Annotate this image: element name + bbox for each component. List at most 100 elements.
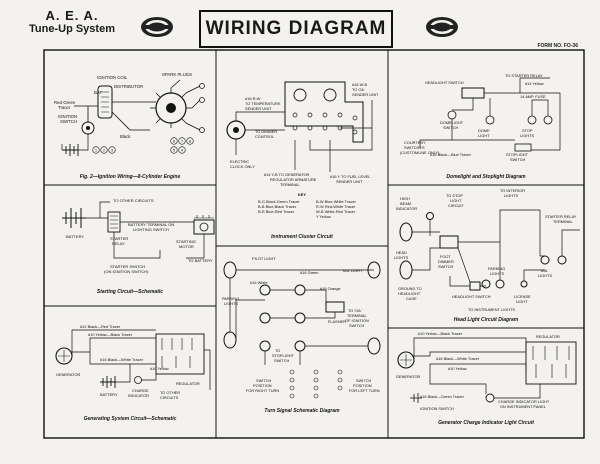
ign-num-6: 6 — [173, 139, 176, 144]
turn-stop2: STOPLIGHT — [272, 353, 295, 358]
head-caption: Head Light Circuit Diagram — [454, 317, 519, 323]
instr-oil: #16 W-B — [352, 82, 367, 87]
instr-reg2: REGULATOR ARMATURE — [270, 177, 317, 182]
page-title: WIRING DIAGRAM — [199, 10, 393, 48]
gen-other2: CIRCUITS — [160, 395, 179, 400]
head-tostop2: LIGHT — [450, 198, 462, 203]
ign-dist-label: DISTRIBUTOR — [114, 84, 143, 89]
dome-stopsw2: SWITCH — [510, 157, 526, 162]
head-ground2: HEADLIGHT — [398, 291, 421, 296]
dome-light2: LIGHT — [478, 133, 490, 138]
dome-stopsw: STOPLIGHT — [506, 152, 529, 157]
head-parking2: LIGHTS — [490, 271, 504, 276]
turn-flasher: FLASHER — [328, 319, 346, 324]
turn-pilot: PILOT LIGHT — [252, 256, 276, 261]
ign-switch-label2: SWITCH — [60, 119, 77, 124]
ign-num-7: 7 — [181, 139, 184, 144]
instr-dimmer: TO DIMMER — [255, 129, 277, 134]
instr-k7: Y Yellow — [316, 214, 331, 219]
turn-green: #16 Green — [300, 270, 318, 275]
turn-panel: PILOT LIGHT TAIL LIGHT PARKING LIGHTS FL… — [222, 256, 381, 414]
head-license: LICENSE — [514, 294, 531, 299]
start-motor: STARTING — [176, 239, 196, 244]
dome-sw2: SWITCH — [443, 125, 459, 130]
ign-num-5: 5 — [173, 148, 176, 153]
instr-k1: B-G Black-Green Tracer — [258, 199, 300, 204]
starting-panel: TO OTHER CIRCUITS BATTERY BATTERY TERMIN… — [62, 198, 215, 295]
instr-key: KEY — [298, 192, 306, 197]
charge-gen: GENERATOR — [396, 374, 420, 379]
head-parking: PARKING — [488, 266, 505, 271]
instrument-caption: Instrument Cluster Circuit — [271, 234, 333, 240]
instr-fuel2: SENDER UNIT — [336, 179, 363, 184]
gen-other: TO OTHER — [160, 390, 180, 395]
dome-panel: HEADLIGHT SWITCH TO STARTER RELAY #14 Ye… — [400, 73, 561, 180]
dome-wire: #16 Black—Blue Tracer — [430, 152, 472, 157]
ign-num-2: 2 — [103, 148, 106, 153]
head-relay2: TERMINAL — [553, 219, 574, 224]
form-number: FORM NO. FO-36 — [537, 43, 578, 49]
dome-light: DOME — [478, 128, 490, 133]
dome-relay: TO STARTER RELAY — [505, 73, 543, 78]
charge-w3: #10 Yellow — [448, 366, 467, 371]
ign-tracer-label: Tracer — [58, 105, 71, 110]
turn-posl: SWITCH — [356, 378, 372, 383]
start-tobat: TO BATTERY — [188, 258, 213, 263]
dome-caption: Domelight and Stoplight Diagram — [446, 174, 526, 180]
head-hs: HEADLIGHT SWITCH — [452, 294, 491, 299]
instr-oil2: TO OIL — [352, 87, 366, 92]
turn-orange: #16 Orange — [320, 286, 341, 291]
dome-yellow: #14 Yellow — [525, 81, 544, 86]
dome-headlight: HEADLIGHT SWITCH — [425, 80, 464, 85]
head-dimmer2: DIMMER — [438, 259, 454, 264]
gen-gen: GENERATOR — [56, 372, 80, 377]
charge-light2: ON INSTRUMENT PANEL — [500, 404, 547, 409]
charge-panel: #10 Yellow—Black Tracer #16 Black—White … — [396, 331, 577, 426]
turn-parking: PARKING — [222, 296, 239, 301]
head-interior2: LIGHTS — [504, 193, 518, 198]
generating-caption: Generating System Circuit—Schematic — [84, 416, 177, 422]
head-license2: LIGHT — [516, 299, 528, 304]
charge-light: CHARGE INDICATOR LIGHT — [498, 399, 550, 404]
head-tail2: LIGHTS — [538, 273, 552, 278]
dome-courtesy3: (CUSTOMLINE ONLY) — [400, 150, 440, 155]
gen-w3: #16 Black—White Tracer — [100, 357, 144, 362]
charge-w2: #16 Black—White Tracer — [436, 356, 480, 361]
head-tail: TAIL — [540, 268, 549, 273]
instr-k6: W-B White-Red Tracer — [316, 209, 356, 214]
dome-courtesy: COURTESY — [404, 140, 426, 145]
ign-redgreen-label: Red-Green — [54, 100, 76, 105]
emblem-left-icon — [141, 17, 173, 37]
gen-charge: CHARGE — [132, 388, 149, 393]
start-batterm: BATTERY TERMINAL ON — [128, 222, 174, 227]
head-relay: STARTER RELAY — [545, 214, 577, 219]
turn-parking2: LIGHTS — [224, 301, 238, 306]
head-indicator: INDICATOR — [396, 206, 417, 211]
emblem-right-icon — [426, 17, 458, 37]
ignition-panel: IGNITION COIL DISTRIBUTOR SPARK PLUGS BA… — [54, 72, 205, 180]
org-name: A. E. A. — [45, 8, 99, 23]
turn-tail: TAIL LIGHT — [342, 268, 363, 273]
turn-stop: TO — [275, 348, 280, 353]
head-high: HIGH — [400, 196, 410, 201]
head-head2: LIGHTS — [394, 255, 408, 260]
instr-reg3: TERMINAL — [280, 182, 301, 187]
dome-stop2: LIGHTS — [520, 133, 534, 138]
ign-spark-label: SPARK PLUGS — [162, 72, 192, 77]
instrument-panel: #16 R-W TO TEMPERATURE SENDER UNIT #16 W… — [226, 81, 379, 240]
start-relay: STARTER — [110, 236, 128, 241]
start-batterm2: LIGHTING SWITCH — [133, 227, 169, 232]
head-instr: TO INSTRUMENT LIGHTS — [468, 307, 515, 312]
turn-caption: Turn Signal Schematic Diagram — [264, 408, 340, 414]
gen-battery: BATTERY — [100, 392, 118, 397]
start-switch: STARTER SWITCH — [110, 264, 145, 269]
turn-ign2: TERMINAL — [347, 313, 368, 318]
instr-k2: B-B Blue-Black Tracer — [258, 204, 297, 209]
turn-ign3: OF IGNITION — [345, 318, 369, 323]
turn-posr2: POSITION — [253, 383, 272, 388]
dome-fuse: 14 AMP. FUSE — [520, 94, 546, 99]
instr-temp3: SENDER UNIT — [245, 106, 272, 111]
outer-frame — [43, 49, 585, 439]
head-beam: BEAM — [400, 201, 411, 206]
head-interior: TO INTERIOR — [500, 188, 525, 193]
